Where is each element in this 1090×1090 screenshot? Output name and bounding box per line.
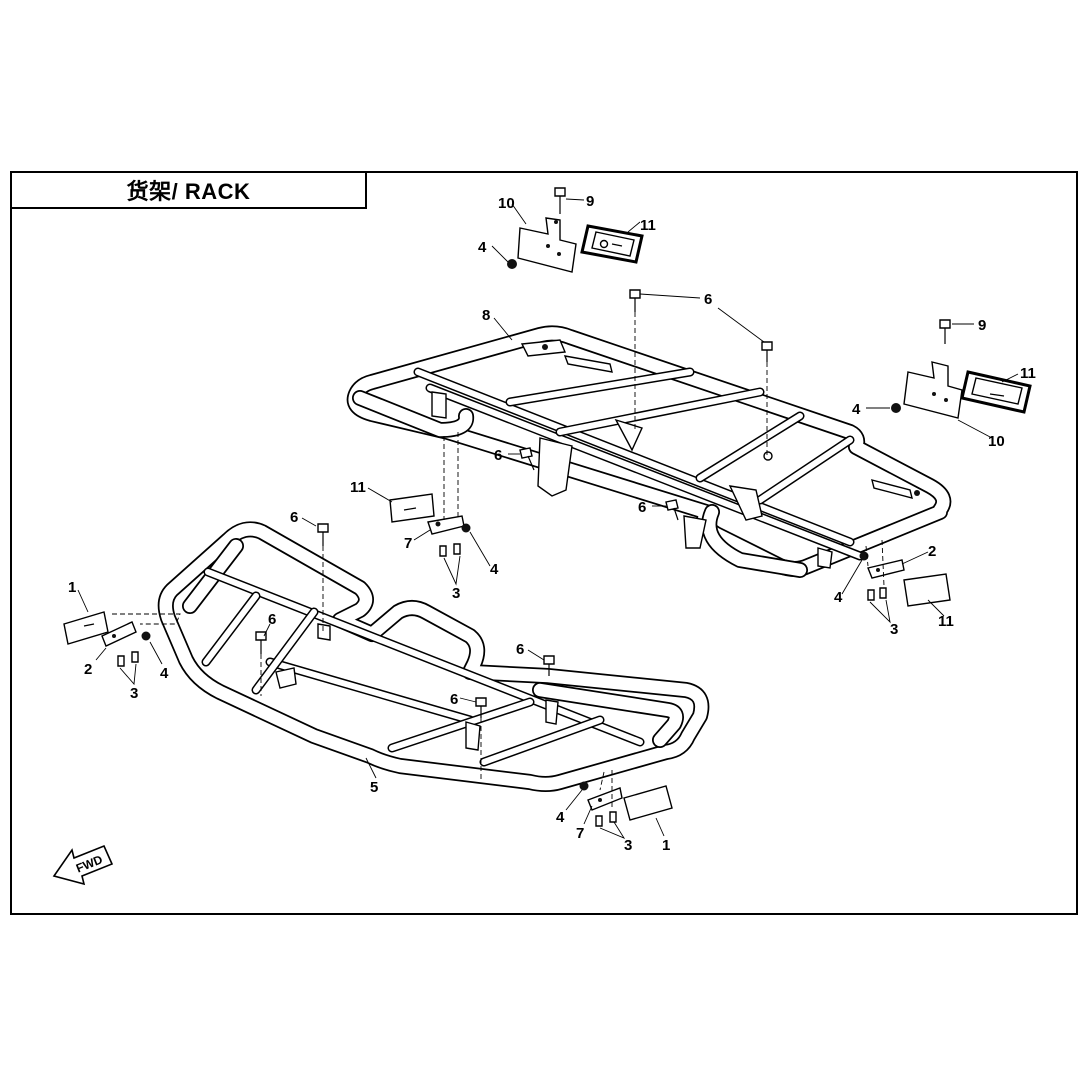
callout-4: 4: [160, 665, 169, 682]
callout-11: 11: [350, 479, 366, 496]
reflector-front-right: [623, 785, 673, 821]
callout-10: 10: [498, 195, 515, 212]
reflector-rear-top: [580, 224, 644, 264]
callout-3: 3: [890, 621, 898, 638]
callout-6: 6: [704, 291, 712, 308]
callout-11: 11: [640, 217, 656, 234]
reflector-front-left: [63, 611, 109, 645]
alignment-lines: [112, 312, 885, 810]
reflector-bracket-right: [867, 559, 905, 579]
reflector-plate-bracket-top: [517, 217, 577, 273]
callouts: 10 9 11 4 6 8 9 11 4 10 6 6 11 6 7 4 3 2…: [68, 193, 1036, 854]
reflector-bracket-left: [101, 621, 137, 647]
reflector-plate-bracket-right: [903, 361, 963, 419]
callout-5: 5: [370, 779, 378, 796]
callout-11: 11: [938, 613, 954, 630]
callout-3: 3: [130, 685, 138, 702]
callout-7: 7: [404, 535, 412, 552]
callout-4: 4: [478, 239, 487, 256]
callout-3: 3: [452, 585, 460, 602]
callout-1: 1: [662, 837, 670, 854]
reflector-rear-mid: [389, 493, 435, 523]
callout-10: 10: [988, 433, 1005, 450]
reflector-bracket-lower: [587, 787, 623, 811]
callout-11: 11: [1020, 365, 1036, 382]
callout-1: 1: [68, 579, 76, 596]
leader-lines: [77, 198, 1019, 839]
callout-4: 4: [490, 561, 499, 578]
callout-7: 7: [576, 825, 584, 842]
reflector-rear-right: [960, 370, 1032, 414]
callout-8: 8: [482, 307, 490, 324]
diagram-frame: [10, 171, 1078, 915]
callout-6: 6: [494, 447, 502, 464]
rear-rack: [346, 325, 952, 578]
front-rack: [157, 521, 710, 792]
reflector-rear-lower-right: [903, 573, 951, 607]
nuts: [141, 259, 901, 791]
callout-4: 4: [556, 809, 565, 826]
callout-6: 6: [268, 611, 276, 628]
fwd-arrow-icon: FWD: [52, 844, 114, 886]
callout-3: 3: [624, 837, 632, 854]
callout-6: 6: [450, 691, 458, 708]
callout-9: 9: [586, 193, 594, 210]
diagram-title: 货架/ RACK: [126, 179, 251, 204]
callout-6: 6: [638, 499, 646, 516]
callout-4: 4: [834, 589, 843, 606]
callout-4: 4: [852, 401, 861, 418]
callout-6: 6: [290, 509, 298, 526]
callout-9: 9: [978, 317, 986, 334]
reflector-bracket-mid: [427, 515, 465, 535]
callout-6: 6: [516, 641, 524, 658]
title-box: 货架/ RACK: [10, 171, 367, 209]
bolts: [117, 187, 951, 827]
callout-2: 2: [84, 661, 92, 678]
callout-2: 2: [928, 543, 936, 560]
